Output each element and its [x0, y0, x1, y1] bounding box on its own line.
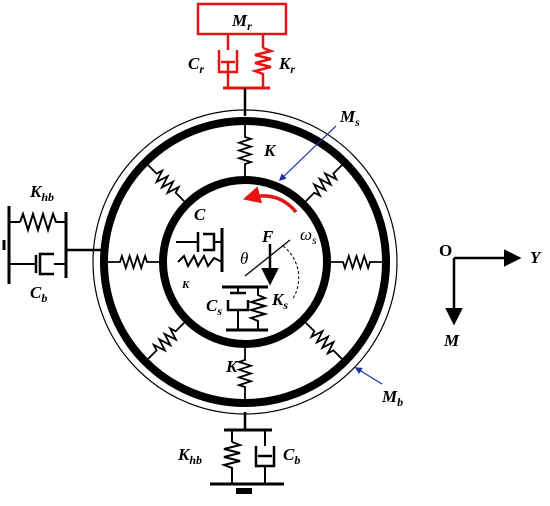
inner-ring-ms	[159, 176, 331, 348]
spring-khb-left-icon	[19, 210, 66, 234]
contact-model: F θ Cs Ks	[206, 227, 300, 332]
radial-spring-1-icon	[236, 125, 254, 176]
label-khb-left: Khb	[29, 182, 54, 204]
label-mr: Mr	[231, 11, 252, 33]
radial-spring-8-icon	[147, 164, 185, 202]
spring-khb-bottom-icon	[220, 441, 244, 484]
damper-cb-left-icon	[34, 252, 66, 276]
axis-origin-label: O	[439, 241, 452, 260]
pointer-ms	[278, 125, 337, 181]
outer-ring-mb	[100, 117, 390, 407]
radial-spring-7-icon	[108, 253, 159, 271]
radial-spring-5-icon	[236, 348, 254, 399]
mass-mr-assembly: Mr Cr Kr	[188, 2, 295, 116]
label-k-bottom: K	[225, 357, 239, 376]
label-omega-s: ωs	[300, 225, 317, 247]
label-ms: Ms	[339, 107, 360, 129]
label-f: F	[261, 227, 274, 246]
label-cr: Cr	[188, 54, 204, 76]
pointer-mb	[354, 367, 383, 385]
radial-spring-2-icon	[305, 164, 343, 202]
axis-y-label: Y	[530, 248, 542, 267]
label-k-top: K	[263, 141, 277, 160]
label-ki-partial: K	[181, 279, 190, 291]
label-theta: θ	[240, 249, 248, 268]
axis-down-label: M	[443, 331, 460, 350]
damper-cs-icon	[226, 291, 250, 330]
radial-spring-6-icon	[147, 322, 185, 360]
radial-springs	[108, 125, 382, 399]
left-support: Khb Cb	[2, 182, 104, 305]
label-kr: Kr	[278, 54, 295, 76]
coordinate-axes: O Y M	[439, 241, 542, 350]
rotation-arrow-icon	[242, 186, 298, 214]
label-ks: Ks	[271, 290, 288, 312]
mass-mr-block	[196, 2, 288, 36]
label-ci-partial: C	[194, 205, 206, 224]
label-cb-left: Cb	[30, 283, 47, 305]
spring-kr-icon	[250, 46, 276, 88]
label-mb: Mb	[381, 387, 403, 409]
interior-partial-elements: C K	[176, 205, 224, 291]
label-cb-bottom: Cb	[283, 445, 300, 467]
radial-spring-4-icon	[305, 322, 343, 360]
radial-spring-3-icon	[331, 253, 382, 271]
spring-ks-icon	[247, 287, 269, 330]
label-khb-bottom: Khb	[177, 445, 202, 467]
label-cs: Cs	[206, 296, 222, 318]
bottom-support: Khb Cb	[177, 412, 300, 494]
damper-cb-bottom-icon	[254, 446, 276, 484]
ground-icon	[236, 488, 252, 494]
